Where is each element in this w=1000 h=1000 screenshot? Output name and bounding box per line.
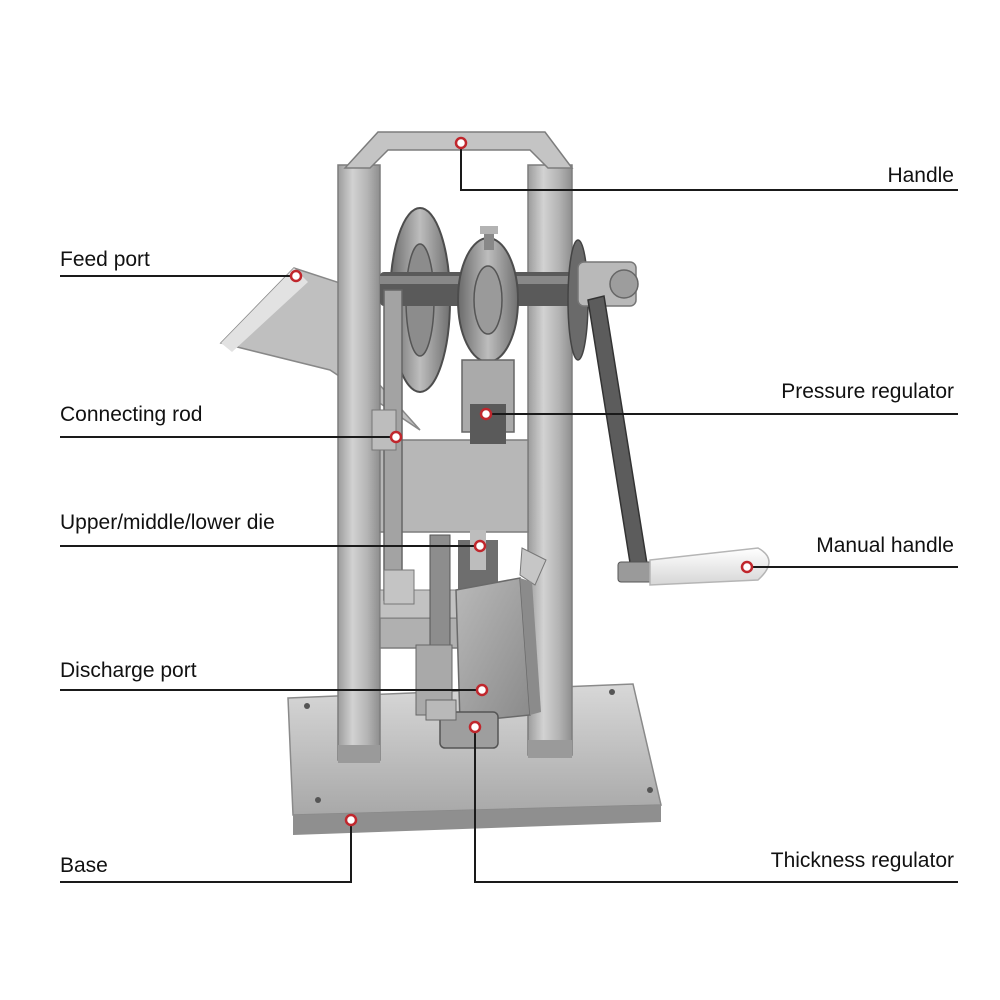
marker-connecting-rod <box>389 430 403 444</box>
marker-base <box>344 813 358 827</box>
marker-feed-port <box>289 269 303 283</box>
marker-pressure-regulator <box>479 407 493 421</box>
punch-holder <box>461 359 515 444</box>
marker-manual-handle <box>740 560 754 574</box>
label-thickness-regulator: Thickness regulator <box>770 849 954 872</box>
connecting-rod-part <box>371 289 415 605</box>
label-pressure-regulator: Pressure regulator <box>781 380 954 403</box>
discharge-chute <box>455 577 541 723</box>
leader-base <box>60 820 352 883</box>
label-handle: Handle <box>887 164 954 187</box>
label-manual-handle: Manual handle <box>816 534 954 557</box>
label-base: Base <box>60 854 108 877</box>
lower-column <box>415 644 499 749</box>
marker-handle <box>454 136 468 150</box>
marker-discharge-port <box>475 683 489 697</box>
callout-markers <box>289 136 754 827</box>
marker-thickness-regulator <box>468 720 482 734</box>
leader-thickness-regulator <box>474 727 958 883</box>
label-connecting-rod: Connecting rod <box>60 403 203 426</box>
frame <box>337 131 574 763</box>
label-discharge-port: Discharge port <box>60 659 197 682</box>
leader-lines <box>60 143 958 883</box>
label-upper-middle-lower-die: Upper/middle/lower die <box>60 511 275 534</box>
crank-handle <box>587 295 770 586</box>
flywheel-right <box>567 239 639 361</box>
leader-handle <box>460 143 958 191</box>
label-feed-port: Feed port <box>60 248 150 271</box>
marker-die <box>473 539 487 553</box>
eccentric-wheel <box>457 226 519 363</box>
